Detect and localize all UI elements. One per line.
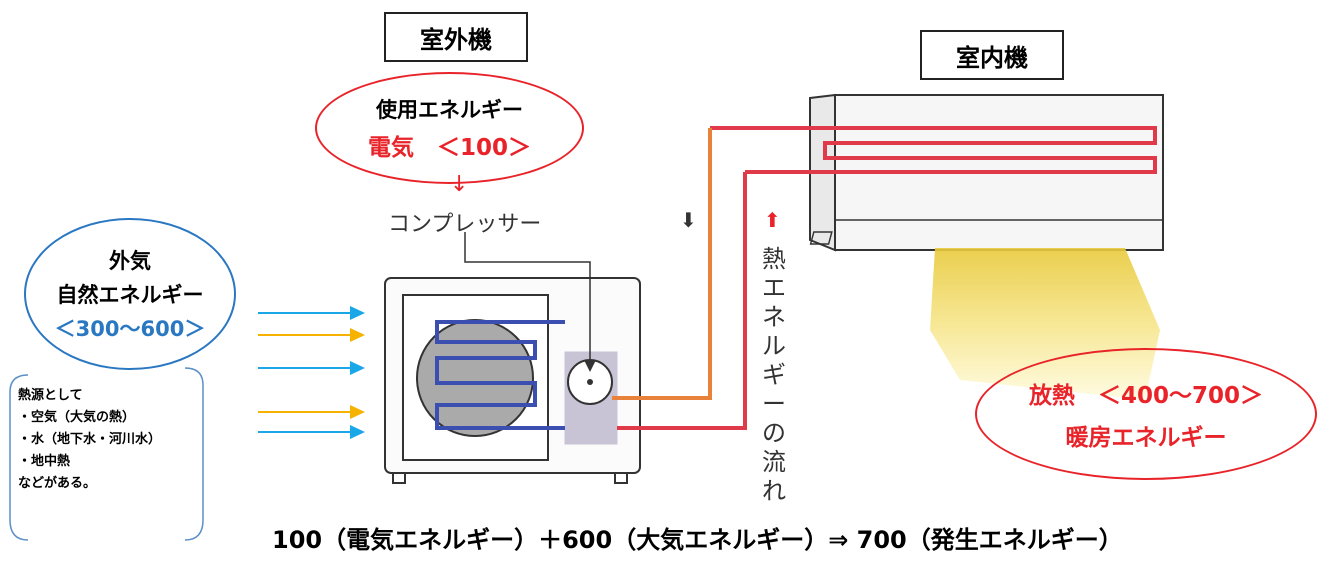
input-energy-ellipse: 使用エネルギー 電気 ＜100＞ <box>315 72 584 184</box>
indoor-unit-label: 室内機 <box>920 30 1064 80</box>
outdoor-unit-label: 室外機 <box>384 12 528 62</box>
outside-air-ellipse: 外気 自然エネルギー ＜300～600＞ <box>24 218 236 370</box>
outside-air-line1: 外気 <box>109 249 151 273</box>
compressor-label: コンプレッサー <box>388 212 542 237</box>
heat-flow-char: ネ <box>762 303 786 331</box>
heat-source-line: 熱源として <box>18 388 83 403</box>
heat-sources-bracket <box>9 367 204 541</box>
heat-source-line: ・水（地下水・河川水） <box>18 432 162 447</box>
incoming-arrows <box>258 306 365 439</box>
heat-flow-char: 流 <box>762 448 786 476</box>
outside-air-line2: 自然エネルギー <box>56 283 204 307</box>
energy-equation: 100（電気エネルギー）＋600（大気エネルギー）⇒ 700（発生エネルギー） <box>272 526 1123 554</box>
heat-sources-list: 熱源として ・空気（大気の熱） ・水（地下水・河川水） ・地中熱 などがある。 <box>18 385 161 495</box>
heat-source-line: などがある。 <box>18 476 97 491</box>
heat-flow-char: れ <box>762 477 786 505</box>
outside-air-value: ＜300～600＞ <box>54 317 206 341</box>
pipe-to-indoor <box>612 128 712 400</box>
heat-flow-char: エ <box>762 274 786 302</box>
input-energy-arrow: ↓ <box>450 172 469 197</box>
heat-source-line: ・空気（大気の熱） <box>18 410 136 425</box>
heat-flow-char: の <box>762 419 786 447</box>
outdoor-unit <box>384 277 641 484</box>
outdoor-coil <box>435 320 565 430</box>
heat-flow-char: ー <box>762 390 786 418</box>
heat-flow-char: 熱 <box>762 245 786 273</box>
heat-flow-up-arrow: ⬆ <box>764 208 781 232</box>
heat-flow-char: ギ <box>762 361 786 389</box>
output-energy-label: 暖房エネルギー <box>1065 425 1227 451</box>
output-energy-value: 放熱 ＜400～700＞ <box>1028 383 1264 409</box>
heat-flow-down-arrow: ⬇ <box>680 208 697 232</box>
input-energy-value: 電気 ＜100＞ <box>367 135 531 161</box>
heat-flow-label: 熱 エ ネ ル ギ ー の 流 れ <box>759 245 789 506</box>
indoor-coil <box>710 126 1157 174</box>
heat-flow-char: ル <box>762 332 786 360</box>
input-energy-title: 使用エネルギー <box>376 98 523 122</box>
pipe-return <box>617 172 747 430</box>
compressor-pointer <box>464 232 591 370</box>
output-energy-ellipse: 放熱 ＜400～700＞ 暖房エネルギー <box>975 348 1317 480</box>
heat-source-line: ・地中熱 <box>18 454 71 469</box>
